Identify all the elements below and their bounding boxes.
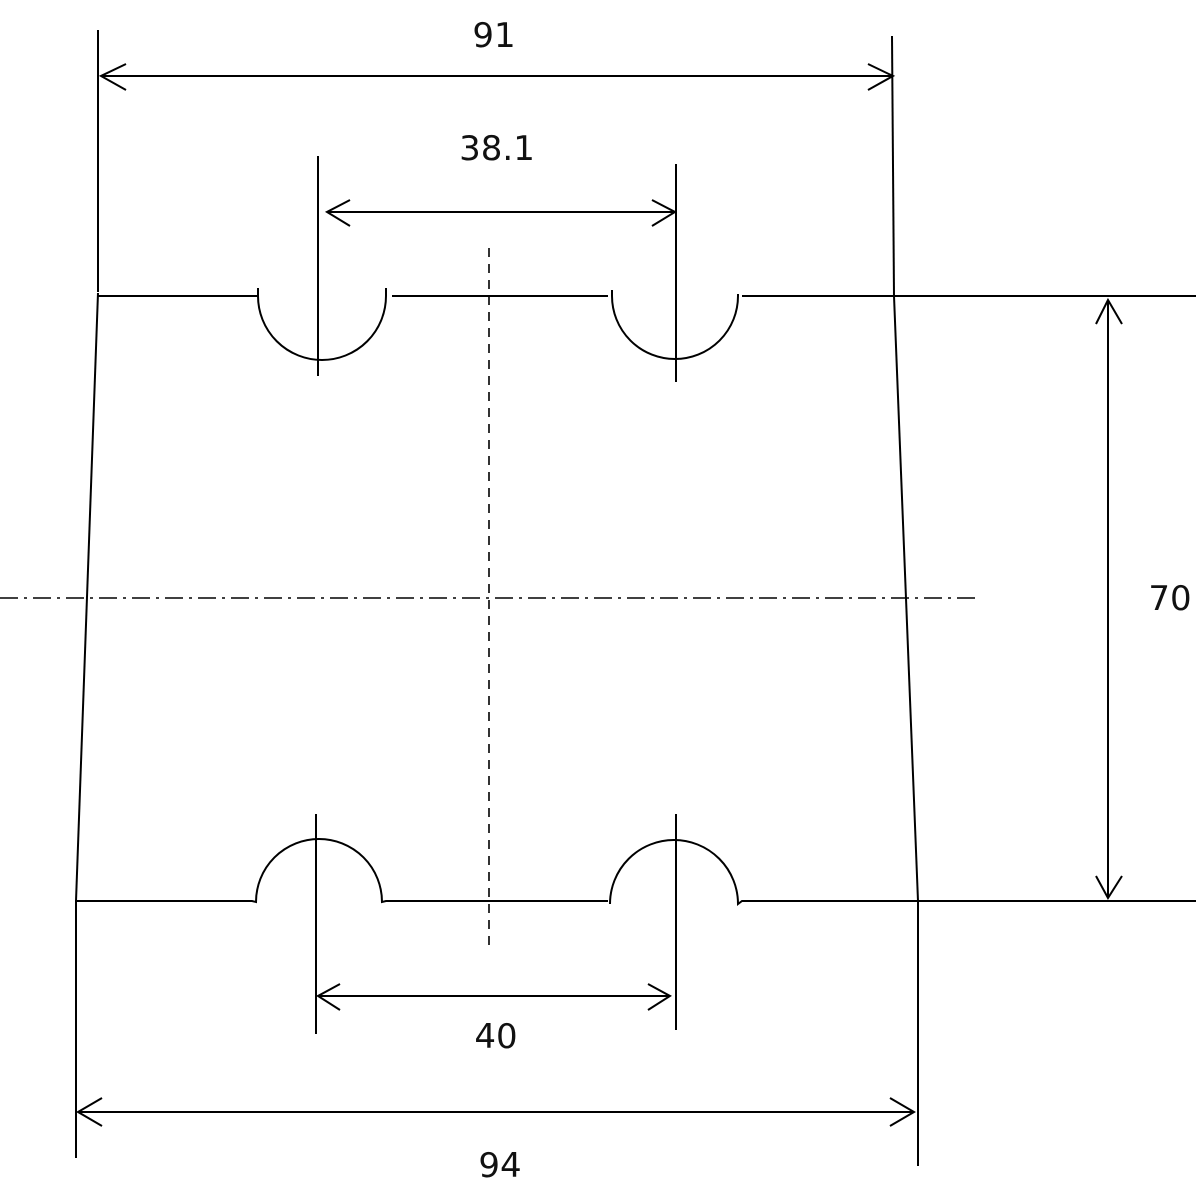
dimension-top-width: 91: [98, 16, 896, 91]
left-side: [75, 292, 99, 902]
dimension-bottom-hole-spacing: 40: [316, 983, 672, 1057]
top-hole-spacing-label: 38.1: [459, 129, 535, 169]
part-outline: [75, 288, 1196, 906]
dimension-bottom-width: 94: [76, 1097, 916, 1186]
dimension-height: 70: [1095, 297, 1192, 900]
top-edge: [98, 288, 1196, 361]
bottom-width-label: 94: [478, 1146, 521, 1186]
top-width-label: 91: [472, 16, 515, 56]
extension-lines: [75, 30, 919, 1166]
bottom-edge: [76, 838, 1196, 906]
height-label: 70: [1148, 579, 1191, 619]
dimension-top-hole-spacing: 38.1: [324, 129, 678, 227]
bottom-hole-spacing-label: 40: [474, 1017, 517, 1057]
